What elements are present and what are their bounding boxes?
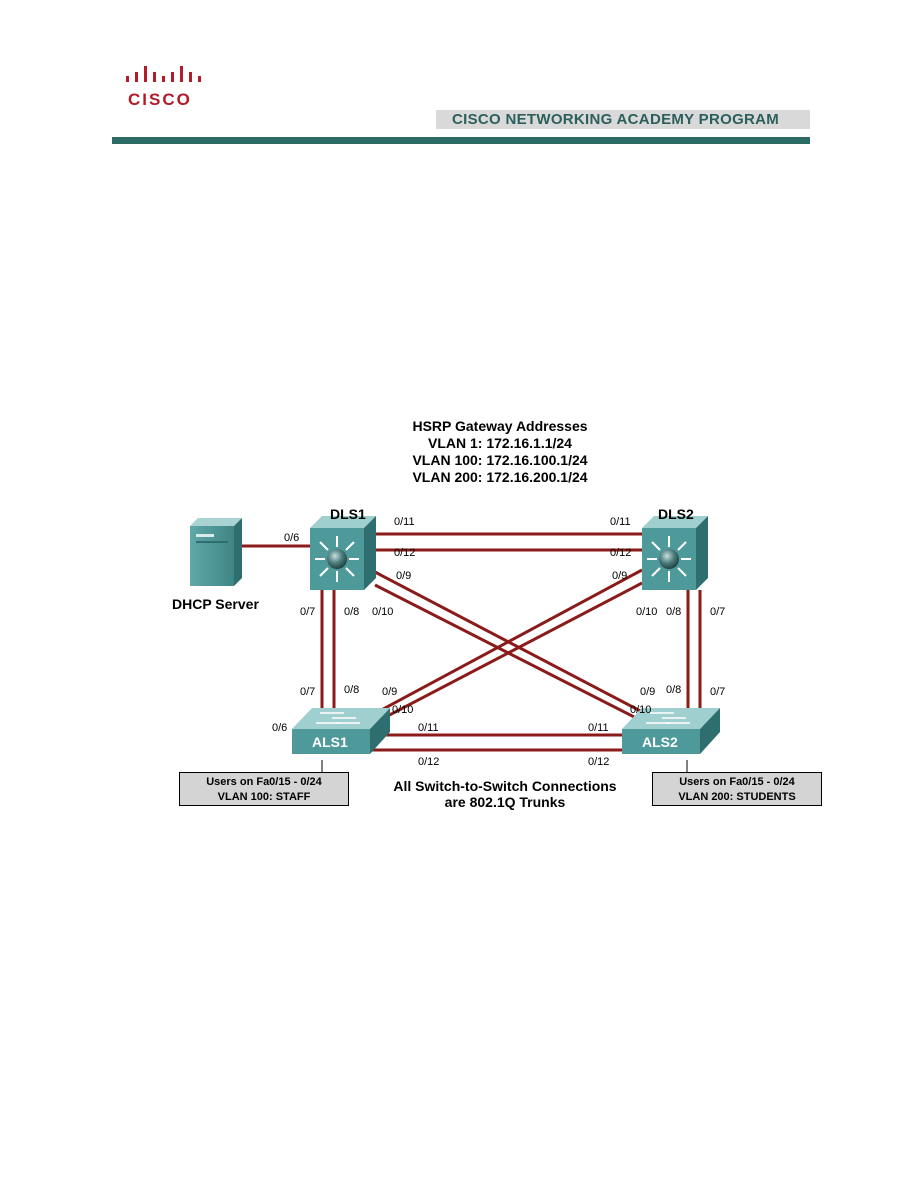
port-label: 0/8 (666, 606, 682, 618)
als2-label: ALS2 (642, 734, 678, 750)
port-label: 0/9 (612, 570, 628, 582)
port-label: 0/9 (382, 686, 398, 698)
port-label: 0/11 (610, 516, 631, 528)
header-rule (112, 137, 810, 144)
als2-users-ports: Users on Fa0/15 - 0/24 (679, 776, 795, 788)
cisco-logo-text: CISCO (128, 90, 192, 109)
link-dls2-als1-0-9 (371, 568, 643, 717)
als1-users-ports: Users on Fa0/15 - 0/24 (206, 776, 322, 788)
port-label: 0/8 (344, 684, 360, 696)
als1-icon (292, 708, 390, 754)
port-label: 0/8 (666, 684, 682, 696)
port-label: 0/12 (418, 756, 440, 768)
dls1-icon (310, 516, 376, 590)
port-label: 0/12 (588, 756, 610, 768)
hsrp-title: HSRP Gateway Addresses (412, 418, 588, 434)
dls2-icon (642, 516, 708, 590)
port-label: 0/7 (300, 686, 316, 698)
dhcp-server-icon (190, 518, 242, 586)
port-label: 0/7 (710, 606, 726, 618)
port-label: 0/7 (300, 606, 316, 618)
trunk-note-line1: All Switch-to-Switch Connections (393, 778, 617, 794)
port-label: 0/7 (710, 686, 726, 698)
port-label: 0/9 (396, 570, 412, 582)
dls1-label: DLS1 (330, 506, 366, 522)
port-label: 0/9 (640, 686, 656, 698)
topology-canvas (190, 516, 720, 773)
hsrp-vlan1: VLAN 1: 172.16.1.1/24 (428, 435, 572, 451)
port-label: 0/6 (284, 532, 300, 544)
dls2-label: DLS2 (658, 506, 694, 522)
als1-users-box: Users on Fa0/15 - 0/24 VLAN 100: STAFF (179, 772, 349, 806)
port-label: 0/11 (418, 722, 439, 734)
port-label: 0/10 (392, 704, 414, 716)
als2-users-vlan: VLAN 200: STUDENTS (678, 791, 796, 803)
program-title-bar (436, 110, 810, 129)
port-label: 0/10 (636, 606, 658, 618)
als2-users-box: Users on Fa0/15 - 0/24 VLAN 200: STUDENT… (652, 772, 822, 806)
port-label: 0/10 (372, 606, 394, 618)
hsrp-vlan200: VLAN 200: 172.16.200.1/24 (412, 469, 588, 485)
port-label: 0/12 (394, 547, 416, 559)
port-label: 0/12 (610, 547, 632, 559)
link-dls1-als2-0-9 (374, 570, 649, 717)
dhcp-server-label: DHCP Server (172, 596, 259, 612)
user-drops (321, 760, 688, 773)
port-label: 0/6 (272, 722, 288, 734)
trunk-note: All Switch-to-Switch Connections are 802… (375, 778, 635, 810)
als2-icon (622, 708, 720, 754)
cisco-logo-bars (126, 66, 201, 82)
als1-users-vlan: VLAN 100: STAFF (217, 791, 311, 803)
port-label: 0/10 (630, 704, 652, 716)
network-topology-diagram: HSRP Gateway Addresses VLAN 1: 172.16.1.… (160, 410, 840, 835)
port-label: 0/8 (344, 606, 360, 618)
port-label: 0/11 (394, 516, 415, 528)
hsrp-gateway-addresses: HSRP Gateway Addresses VLAN 1: 172.16.1.… (340, 418, 660, 486)
page-header: CISCO CISCO NETWORKING ACADEMY PROGRAM (0, 0, 918, 150)
hsrp-vlan100: VLAN 100: 172.16.100.1/24 (412, 452, 588, 468)
als1-label: ALS1 (312, 734, 348, 750)
trunk-links (242, 532, 702, 752)
trunk-note-line2: are 802.1Q Trunks (444, 794, 566, 810)
port-label: 0/11 (588, 722, 609, 734)
link-dls2-als1-0-10 (379, 581, 643, 722)
program-title: CISCO NETWORKING ACADEMY PROGRAM (452, 111, 780, 128)
